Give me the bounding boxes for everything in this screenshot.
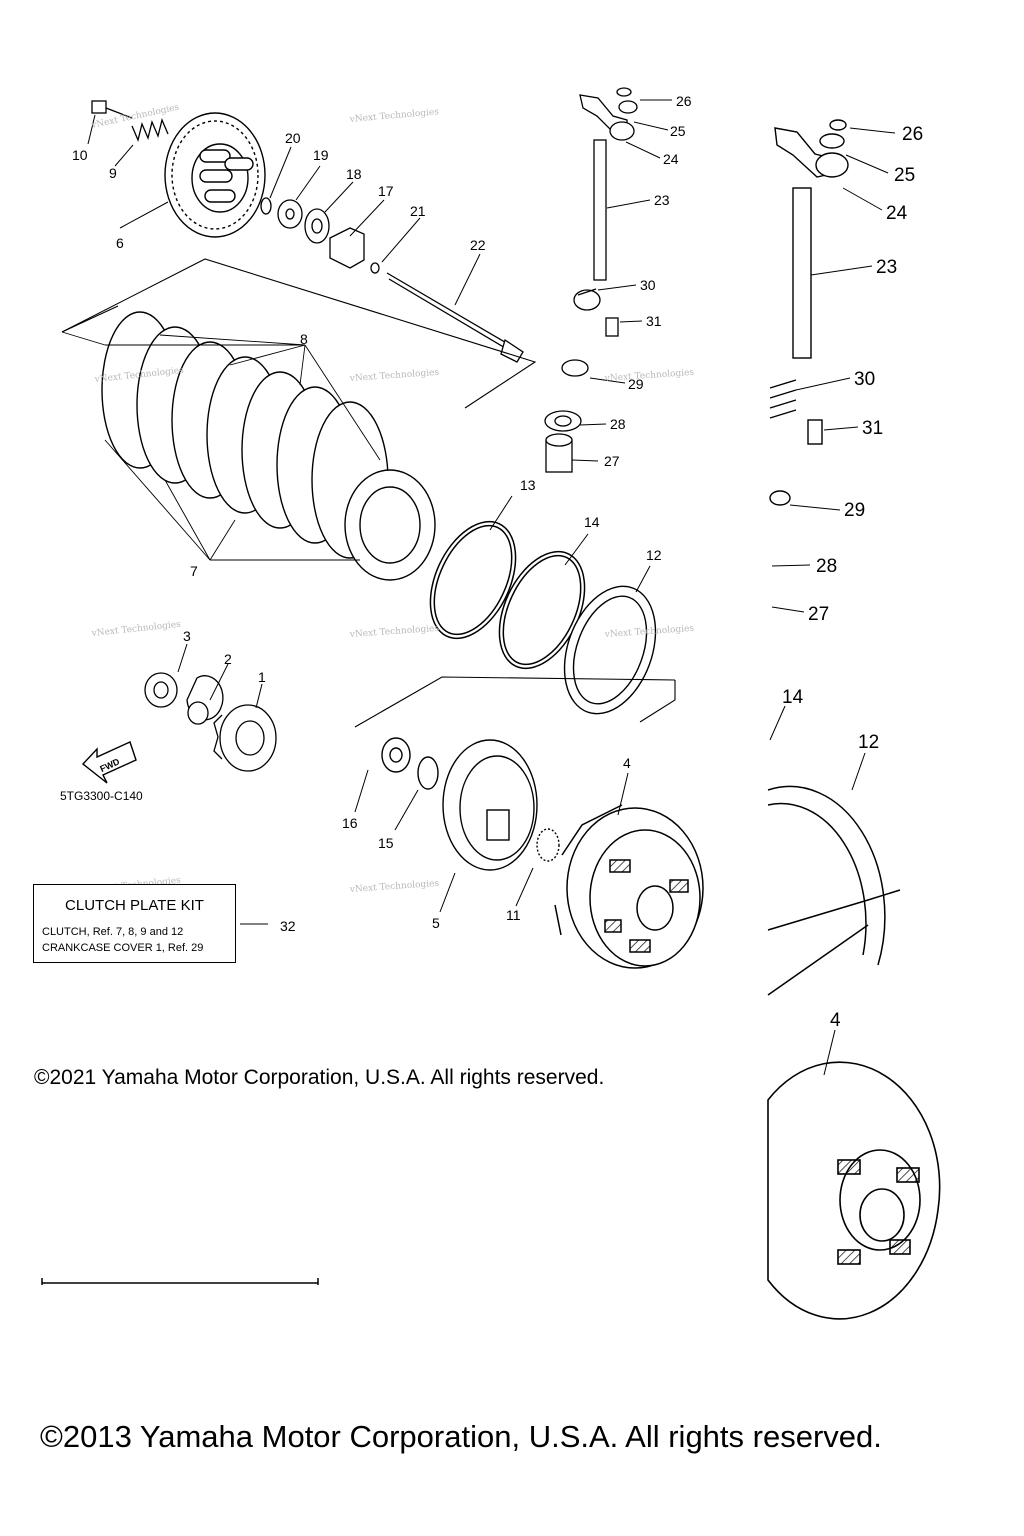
callout-15: 15 (378, 835, 394, 851)
callout-22: 22 (470, 237, 486, 253)
callout-30: 30 (640, 277, 656, 293)
watermark-text: vNext Technologies (604, 368, 695, 384)
zoom-plate-12 (767, 785, 901, 996)
fwd-arrow-icon: FWD (81, 741, 137, 784)
callout-19: 19 (313, 147, 329, 163)
watermark-text: vNext Technologies (90, 620, 181, 639)
callout-16: 16 (342, 815, 358, 831)
zoom-callout-24: 24 (886, 203, 908, 224)
callout-13: 13 (520, 477, 536, 493)
callout-29: 29 (628, 376, 644, 392)
zoom-callout-29: 29 (844, 500, 865, 521)
pressure-plate-part (164, 112, 266, 238)
clutch-plate-kit-box: CLUTCH PLATE KIT CLUTCH, Ref. 7, 8, 9 an… (33, 884, 236, 963)
callout-1: 1 (258, 669, 266, 685)
clutch-boss-part (381, 737, 560, 871)
callout-24: 24 (663, 151, 679, 167)
callout-20: 20 (285, 130, 301, 146)
callout-18: 18 (346, 166, 362, 182)
callout-5: 5 (432, 915, 440, 931)
figure-code: 5TG3300-C140 (60, 789, 143, 803)
callout-6: 6 (116, 235, 124, 251)
callout-27: 27 (604, 453, 620, 469)
callout-26: 26 (676, 93, 692, 109)
zoom-callout-25: 25 (894, 165, 915, 186)
callout-28: 28 (610, 416, 626, 432)
watermark-text: vNext Technologies (349, 879, 440, 895)
callout-14: 14 (584, 514, 600, 530)
callout-8: 8 (300, 331, 308, 347)
pressure-plate-12 (563, 585, 657, 715)
kit-line-clutch: CLUTCH, Ref. 7, 8, 9 and 12 (42, 926, 184, 938)
zoom-callout-labels: 26 25 24 23 30 31 29 28 27 14 12 4 (782, 124, 923, 1031)
watermark-text: vNext Technologies (349, 624, 440, 640)
lower-envelope (354, 676, 676, 728)
callout-32: 32 (280, 918, 296, 934)
callout-10: 10 (72, 147, 88, 163)
zoom-callout-31: 31 (862, 418, 883, 439)
zoom-callout-12: 12 (858, 732, 879, 753)
callout-11: 11 (506, 907, 521, 923)
copyright-2013: ©2013 Yamaha Motor Corporation, U.S.A. A… (40, 1419, 882, 1454)
callout-leaders (87, 99, 896, 1076)
push-lever-shaft (544, 87, 638, 473)
callout-4: 4 (623, 755, 631, 771)
spring-part (131, 117, 169, 143)
zoom-clutch-housing (767, 1061, 941, 1320)
callout-12: 12 (646, 547, 662, 563)
zoom-callout-30: 30 (854, 369, 875, 390)
watermark-text: vNext Technologies (348, 107, 439, 125)
callout-31: 31 (646, 313, 662, 329)
callout-23: 23 (654, 192, 670, 208)
callout-17: 17 (378, 183, 394, 199)
callout-7: 7 (190, 563, 198, 579)
plate-leader-lines (61, 331, 381, 561)
callout-labels: 1 2 3 4 5 6 7 8 9 10 11 12 13 14 15 16 1… (72, 93, 692, 934)
kit-line-crankcase: CRANKCASE COVER 1, Ref. 29 (42, 942, 204, 954)
bolt-part (91, 100, 133, 119)
zoom-callout-23: 23 (876, 257, 897, 278)
zoom-callout-14: 14 (782, 687, 804, 708)
kit-title: CLUTCH PLATE KIT (65, 897, 204, 914)
callout-9: 9 (109, 165, 117, 181)
plate-stack-envelope (61, 258, 537, 409)
callout-21: 21 (410, 203, 426, 219)
zoom-callout-27: 27 (808, 604, 829, 625)
zoom-callout-4: 4 (830, 1010, 841, 1031)
zoom-callout-26: 26 (902, 124, 923, 145)
zoom-shaft-assembly (769, 119, 849, 506)
watermark-text: vNext Technologies (349, 368, 440, 384)
callout-3: 3 (183, 628, 191, 644)
friction-plates-stack (101, 311, 436, 581)
clutch-housing-part (554, 804, 704, 969)
copyright-2021: ©2021 Yamaha Motor Corporation, U.S.A. A… (34, 1066, 605, 1089)
callout-25: 25 (670, 123, 686, 139)
callout-2: 2 (224, 651, 232, 667)
zoom-callout-28: 28 (816, 556, 837, 577)
primary-gear-parts (144, 672, 277, 772)
